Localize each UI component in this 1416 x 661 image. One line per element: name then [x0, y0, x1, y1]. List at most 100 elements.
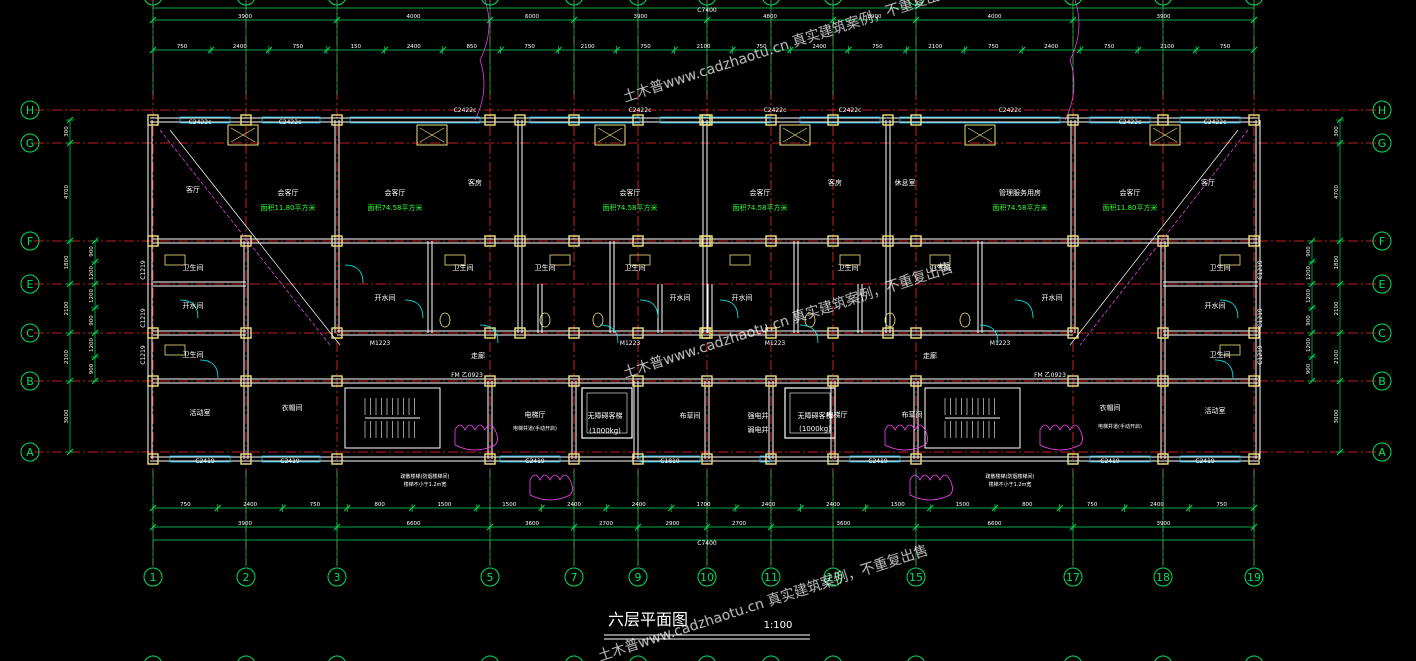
grid-bubble-row-G-left[interactable] — [20, 133, 40, 153]
dim-text: 2400 — [761, 502, 775, 508]
dim-text: 750 — [1216, 502, 1227, 508]
grid-bubble-col-top[interactable] — [629, 0, 647, 6]
grid-bubble-col-17[interactable] — [1063, 567, 1083, 587]
room-label: 卫生间 — [1210, 350, 1231, 359]
window-tag: C2422c — [189, 119, 212, 126]
grid-bubble-row-label: E — [27, 278, 34, 291]
grid-bubble-row-B-left[interactable] — [20, 371, 40, 391]
revision-cloud-top — [474, 0, 490, 121]
grid-bubble-col-top[interactable] — [698, 0, 716, 6]
grid-bubble-col-13[interactable] — [823, 567, 843, 587]
revision-cloud — [909, 474, 953, 501]
grid-bubble-col-label: 13 — [826, 571, 840, 584]
grid-bubble-col-label: 2 — [243, 571, 250, 584]
structural-column — [484, 235, 496, 247]
grid-bubble-col-top[interactable] — [762, 0, 780, 6]
dim-text: 1200 — [1306, 289, 1312, 303]
room-label: 强电井 — [748, 411, 769, 420]
dim-text: 3600 — [525, 521, 539, 527]
grid-bubble-col-top[interactable] — [144, 0, 162, 6]
structural-column — [331, 453, 343, 465]
structural-column — [765, 453, 777, 465]
grid-bubble-col-7[interactable] — [564, 567, 584, 587]
grid-bubble-col-top[interactable] — [328, 0, 346, 6]
grid-bubble-col-3[interactable] — [327, 567, 347, 587]
grid-bubble-row-C-left[interactable] — [20, 323, 40, 343]
grid-bubble-col-top[interactable] — [1154, 0, 1172, 6]
grid-bubble-col-top[interactable] — [824, 0, 842, 6]
dim-text: 750 — [1104, 44, 1115, 50]
grid-bubble-row-F-right[interactable] — [1372, 231, 1392, 251]
grid-bubble-col-top[interactable] — [565, 0, 583, 6]
window-tag: C2419 — [280, 458, 300, 465]
structural-column — [699, 235, 711, 247]
window-tag: C2422c — [839, 107, 862, 114]
grid-bubble-row-E-left[interactable] — [20, 274, 40, 294]
grid-bubble-col-5[interactable] — [480, 567, 500, 587]
structural-column — [568, 327, 580, 339]
dim-text: 1200 — [89, 266, 95, 280]
dim-text: 300 — [64, 126, 70, 137]
room-label: 休息室 — [895, 178, 916, 187]
sink-fixture — [1219, 254, 1241, 266]
structural-column — [514, 327, 526, 339]
room-label: 卫生间 — [930, 263, 951, 272]
grid-bubble-row-F-left[interactable] — [20, 231, 40, 251]
fire-door-tag: FM 乙0923 — [451, 372, 483, 379]
grid-bubble-col-top[interactable] — [237, 0, 255, 6]
grid-bubble-col-15[interactable] — [906, 567, 926, 587]
grid-bubble-col-9[interactable] — [628, 567, 648, 587]
grid-bubble-col-bottom-next — [481, 655, 499, 661]
drawing-scale: 1:100 — [764, 620, 793, 631]
room-label: 布草间 — [902, 410, 923, 419]
dim-text: 750 — [293, 44, 304, 50]
grid-bubble-col-10[interactable] — [697, 567, 717, 587]
sink-fixture — [729, 254, 751, 266]
grid-bubble-col-label: 1 — [150, 571, 157, 584]
room-label: 会客厅 — [750, 188, 771, 197]
room-label: 会客厅 — [278, 188, 299, 197]
structural-column — [1248, 235, 1260, 247]
grid-bubble-row-B-right[interactable] — [1372, 371, 1392, 391]
grid-bubble-row-A-right[interactable] — [1372, 442, 1392, 462]
grid-bubble-row-A-left[interactable] — [20, 442, 40, 462]
grid-bubble-col-label: 3 — [334, 571, 341, 584]
structural-column — [699, 114, 711, 126]
grid-bubble-row-C-right[interactable] — [1372, 323, 1392, 343]
window-bottom — [1179, 455, 1241, 463]
room-label: 无障碍客梯 — [798, 411, 833, 420]
grid-bubble-col-19[interactable] — [1244, 567, 1264, 587]
grid-bubble-col-label: 9 — [635, 571, 642, 584]
grid-bubble-row-H-right[interactable] — [1372, 100, 1392, 120]
diagonal-wall-left — [169, 129, 341, 346]
structural-column — [882, 235, 894, 247]
grid-bubble-row-H-left[interactable] — [20, 100, 40, 120]
grid-bubble-col-2[interactable] — [236, 567, 256, 587]
door-swing — [1219, 299, 1239, 319]
grid-bubble-col-18[interactable] — [1153, 567, 1173, 587]
revision-cloud — [529, 474, 573, 501]
structural-column — [632, 375, 644, 387]
window-bottom — [261, 455, 321, 463]
grid-bubble-col-1[interactable] — [143, 567, 163, 587]
grid-bubble-col-11[interactable] — [761, 567, 781, 587]
grid-bubble-col-top[interactable] — [1245, 0, 1263, 6]
window-bottom — [169, 455, 231, 463]
window-top — [1089, 116, 1151, 124]
grid-bubble-row-E-right[interactable] — [1372, 274, 1392, 294]
dim-text: 750 — [1220, 44, 1231, 50]
structural-column — [910, 114, 922, 126]
grid-bubble-col-bottom-next — [1154, 655, 1172, 661]
dim-text: 900 — [89, 246, 95, 257]
grid-bubble-col-top[interactable] — [481, 0, 499, 6]
grid-bubble-row-G-right[interactable] — [1372, 133, 1392, 153]
grid-bubble-col-top[interactable] — [1064, 0, 1082, 6]
grid-bubble-col-top[interactable] — [907, 0, 925, 6]
structural-column — [147, 453, 159, 465]
svg-text:土木普www.cadzhaotu.cn 真实建筑案例，不重复: 土木普www.cadzhaotu.cn 真实建筑案例，不重复出售 — [621, 259, 955, 382]
structural-column — [514, 114, 526, 126]
